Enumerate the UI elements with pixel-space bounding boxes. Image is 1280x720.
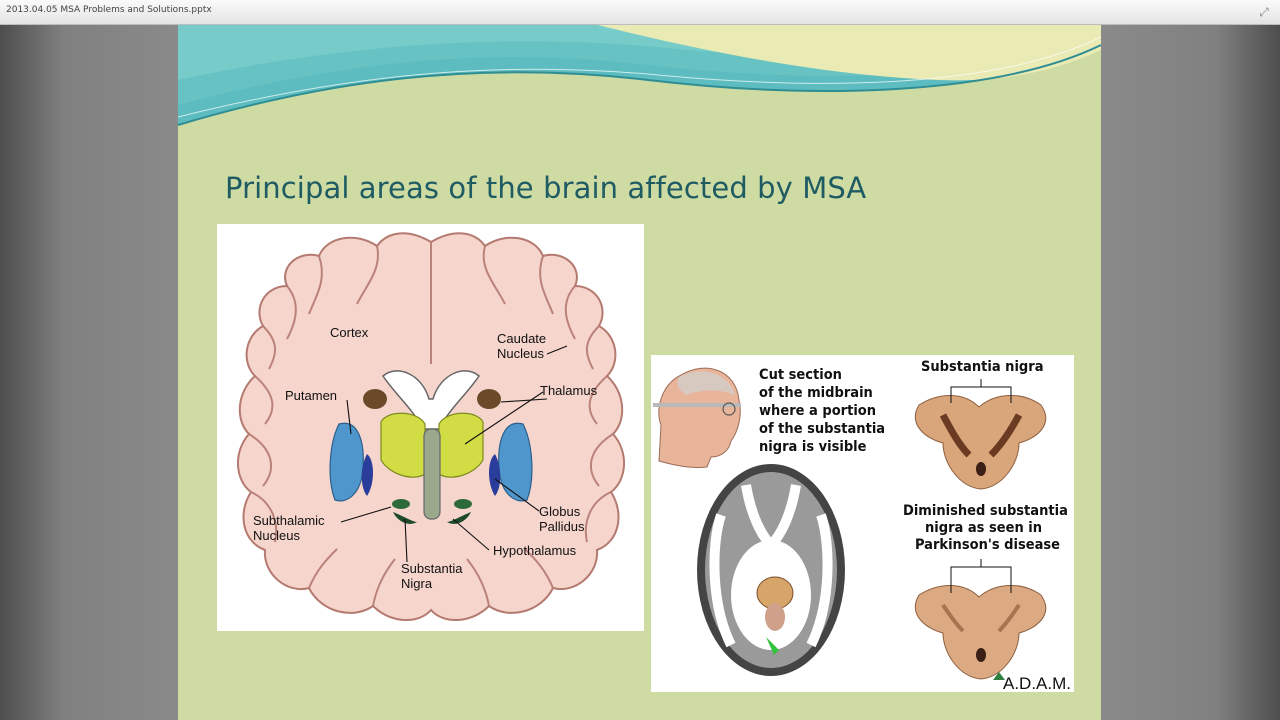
bottom-label-line-2: nigra as seen in <box>925 520 1042 536</box>
third-ventricle <box>424 429 440 519</box>
slide-header-waves <box>178 25 1101 135</box>
caption-line-4: of the substantia <box>759 421 885 437</box>
midbrain-illustration: Cut section of the midbrain where a port… <box>651 355 1074 692</box>
label-substantia-nigra: Substantia nigra <box>921 359 1044 375</box>
label-substantia-2: Nigra <box>401 576 433 591</box>
label-subthalamic-1: Subthalamic <box>253 513 325 528</box>
bottom-label-line-1: Diminished substantia <box>903 503 1068 519</box>
adam-logo: A.D.A.M. <box>993 672 1071 692</box>
caption-line-1: Cut section <box>759 367 842 383</box>
subthalamic-left <box>392 499 410 509</box>
window-titlebar: 2013.04.05 MSA Problems and Solutions.pp… <box>0 0 1280 25</box>
label-cortex: Cortex <box>330 325 369 340</box>
caption-line-5: nigra is visible <box>759 439 867 455</box>
brain-diagram: Cortex Caudate Nucleus Putamen Thalamus … <box>217 224 644 631</box>
caption-line-3: where a portion <box>759 403 876 419</box>
slide-title: Principal areas of the brain affected by… <box>225 171 866 205</box>
thalamus-left <box>381 413 425 477</box>
adam-logo-text: A.D.A.M. <box>1003 674 1071 692</box>
subthalamic-right <box>454 499 472 509</box>
window-title: 2013.04.05 MSA Problems and Solutions.pp… <box>6 5 212 15</box>
axial-brain-section <box>697 464 845 676</box>
bottom-label-line-3: Parkinson's disease <box>915 537 1060 553</box>
label-globus-2: Pallidus <box>539 519 585 534</box>
caudate-left <box>363 389 387 409</box>
caption-line-2: of the midbrain <box>759 385 873 401</box>
slide: Principal areas of the brain affected by… <box>178 25 1101 720</box>
fullscreen-icon[interactable]: ⤢ <box>1256 4 1272 20</box>
label-subthalamic-2: Nucleus <box>253 528 300 543</box>
label-putamen: Putamen <box>285 388 337 403</box>
label-thalamus: Thalamus <box>540 383 598 398</box>
label-globus-1: Globus <box>539 504 581 519</box>
thalamus-right <box>439 413 483 477</box>
label-caudate-2: Nucleus <box>497 346 544 361</box>
label-caudate-1: Caudate <box>497 331 546 346</box>
label-substantia-1: Substantia <box>401 561 463 576</box>
caudate-right <box>477 389 501 409</box>
label-hypothalamus: Hypothalamus <box>493 543 577 558</box>
